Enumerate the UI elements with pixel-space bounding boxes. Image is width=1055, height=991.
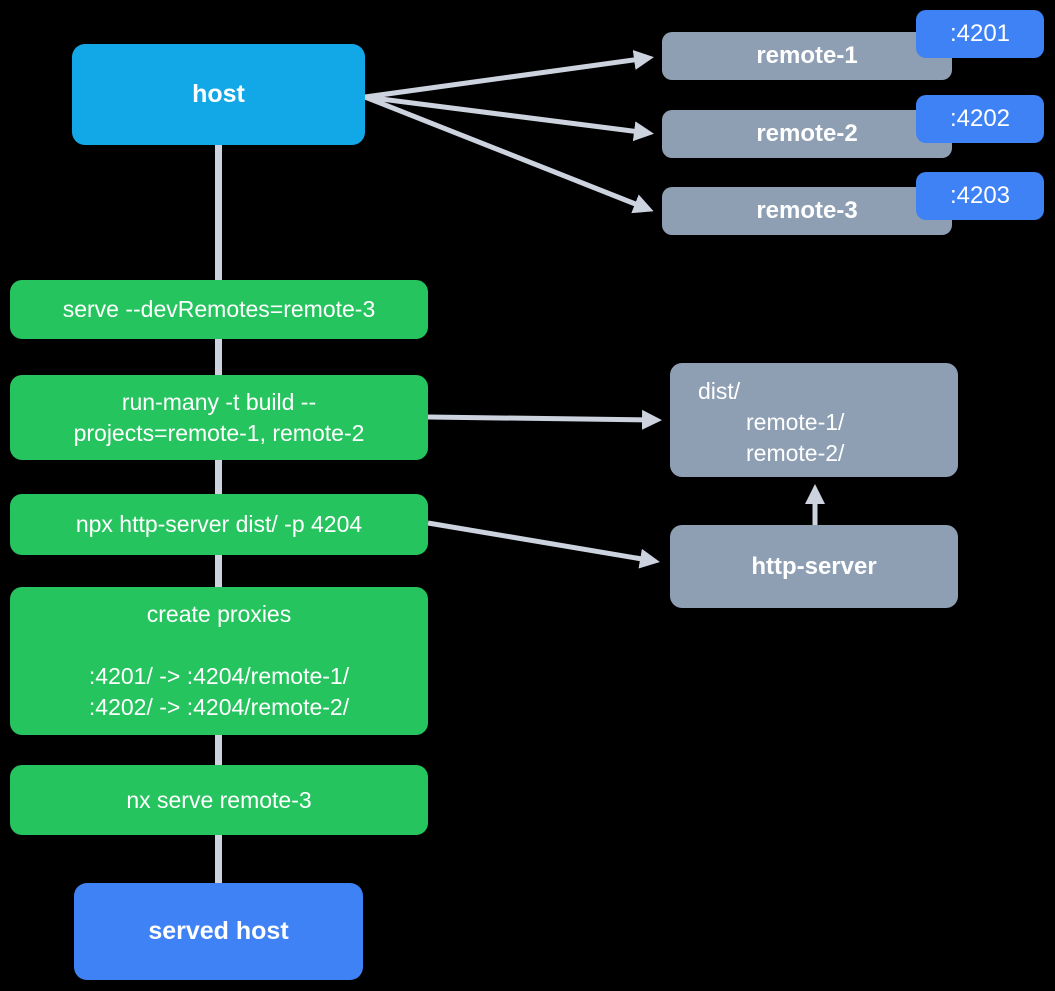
- arrow-npx-to-http-server: [427, 520, 660, 569]
- command-npx-http-server-text: npx http-server dist/ -p 4204: [75, 511, 363, 537]
- host-label: host: [192, 80, 245, 108]
- dist-entry-remote-2: remote-2/: [746, 440, 845, 466]
- served-host-label: served host: [148, 917, 289, 945]
- command-create-proxies: create proxies :4201/ -> :4204/remote-1/…: [10, 587, 428, 735]
- command-nx-serve-remote-3: nx serve remote-3: [10, 765, 428, 835]
- remote-1-label: remote-1: [756, 42, 858, 69]
- dist-entry-remote-1: remote-1/: [746, 409, 845, 435]
- dist-folder-title: dist/: [698, 378, 741, 404]
- remote-3-node: remote-3: [662, 187, 952, 235]
- port-label-4203: :4203: [949, 182, 1011, 209]
- port-badge-4203: :4203: [916, 172, 1044, 220]
- command-npx-http-server: npx http-server dist/ -p 4204: [10, 494, 428, 555]
- host-node: host: [72, 44, 365, 145]
- command-nx-serve-remote-3-text: nx serve remote-3: [126, 786, 312, 813]
- arrow-host-to-remote-1: [364, 50, 654, 100]
- http-server-node: http-server: [670, 525, 958, 608]
- port-label-4202: :4202: [949, 105, 1011, 132]
- remote-2-label: remote-2: [756, 120, 858, 147]
- arrow-host-to-remote-2: [364, 94, 654, 142]
- remote-3-label: remote-3: [756, 197, 858, 224]
- remote-2-node: remote-2: [662, 110, 952, 158]
- port-badge-4201: :4201: [916, 10, 1044, 58]
- dist-folder-node: dist/ remote-1/ remote-2/: [670, 363, 958, 477]
- arrow-host-to-remote-3: [364, 94, 654, 214]
- arrow-runmany-to-dist: [427, 409, 662, 430]
- command-run-many-build: run-many -t build -- projects=remote-1, …: [10, 375, 428, 460]
- served-host-node: served host: [74, 883, 363, 980]
- command-serve-devremotes-text: serve --devRemotes=remote-3: [62, 296, 376, 322]
- port-label-4201: :4201: [949, 20, 1011, 47]
- remote-1-node: remote-1: [662, 32, 952, 80]
- command-serve-devremotes: serve --devRemotes=remote-3: [10, 280, 428, 339]
- command-run-many-build-text: run-many -t build -- projects=remote-1, …: [73, 388, 365, 446]
- port-badge-4202: :4202: [916, 95, 1044, 143]
- command-create-proxies-text: create proxies :4201/ -> :4204/remote-1/…: [88, 601, 350, 720]
- http-server-label: http-server: [751, 552, 877, 580]
